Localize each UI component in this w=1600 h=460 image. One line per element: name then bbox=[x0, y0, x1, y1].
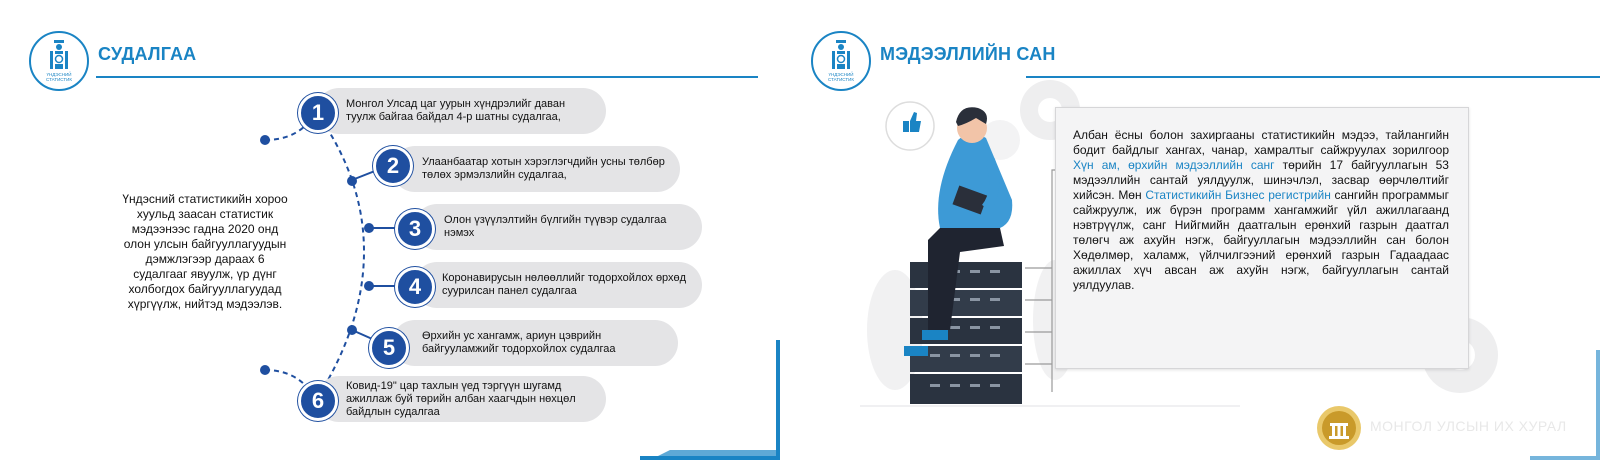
item-number: 1 bbox=[298, 93, 338, 133]
parliament-seal-icon bbox=[1317, 406, 1361, 450]
item-text: Өрхийн ус хангамж, ариун цэврийн байгуул… bbox=[422, 330, 616, 355]
logo-text-1: ҮНДЭСНИЙ bbox=[828, 70, 853, 77]
business-register-link[interactable]: Статистикийн Бизнес регистрийн bbox=[1145, 188, 1331, 202]
item-text: Олон үзүүлэлтийн бүлгийн түүвэр судалгаа… bbox=[444, 214, 667, 239]
info-box: Албан ёсны болон захиргааны статистикийн… bbox=[1055, 107, 1469, 369]
logo-text-2: СТАТИСТИК bbox=[828, 77, 854, 82]
list-item: Коронавирусын нөлөөллийг тодорхойлох өрх… bbox=[414, 262, 702, 308]
list-item: Олон үзүүлэлтийн бүлгийн түүвэр судалгаа… bbox=[414, 204, 702, 250]
summary-text: Үндэсний статистикийн хороо хуульд зааса… bbox=[122, 192, 288, 311]
item-text: Улаанбаатар хотын хэрэглэгчдийн усны төл… bbox=[422, 156, 665, 181]
thumbs-up-icon bbox=[885, 101, 935, 151]
logo-text-2: СТАТИСТИК bbox=[46, 77, 72, 82]
info-paragraph: Албан ёсны болон захиргааны статистикийн… bbox=[1073, 128, 1449, 293]
emblem-logo-icon: ҮНДЭСНИЙ СТАТИСТИК bbox=[811, 31, 871, 91]
item-pill bbox=[414, 204, 702, 250]
database-link[interactable]: Хүн ам, өрхийн мэдээллийн санг bbox=[1073, 158, 1275, 172]
list-item: Өрхийн ус хангамж, ариун цэврийн байгуул… bbox=[392, 320, 678, 366]
list-item: Ковид-19" цар тахлын үед тэргүүн шугамд … bbox=[316, 376, 606, 422]
timeline-dot bbox=[347, 325, 357, 335]
info-text-part: Албан ёсны болон захиргааны статистикийн… bbox=[1073, 128, 1449, 157]
title-divider bbox=[96, 76, 758, 78]
timeline-dot bbox=[364, 223, 374, 233]
item-pill bbox=[414, 262, 702, 308]
footer-watermark: МОНГОЛ УЛСЫН ИХ ХУРАЛ bbox=[1370, 418, 1567, 434]
list-item: Монгол Улсад цаг уурын хүндрэлийг даван … bbox=[316, 88, 606, 134]
item-pill bbox=[316, 88, 606, 134]
item-number: 3 bbox=[395, 209, 435, 249]
corner-accent bbox=[1530, 350, 1600, 460]
info-text-part: сангийн программыг сайжруулж, иж бүрэн п… bbox=[1073, 188, 1449, 292]
info-text-part: төрийн 17 байгууллагын 53 мэдээллийн сан… bbox=[1073, 158, 1449, 202]
item-number: 6 bbox=[298, 381, 338, 421]
left-slide: ҮНДЭСНИЙ СТАТИСТИК СУДАЛГАА Үндэсний ста… bbox=[29, 31, 780, 460]
item-text: Коронавирусын нөлөөллийг тодорхойлох өрх… bbox=[442, 272, 687, 297]
logo-text-1: ҮНДЭСНИЙ bbox=[46, 70, 71, 77]
title-divider bbox=[1026, 76, 1600, 78]
item-number: 5 bbox=[369, 328, 409, 368]
list-item: Улаанбаатар хотын хэрэглэгчдийн усны төл… bbox=[392, 146, 680, 192]
timeline-dot bbox=[347, 176, 357, 186]
timeline-dot bbox=[260, 135, 270, 145]
emblem-logo-icon: ҮНДЭСНИЙ СТАТИСТИК bbox=[29, 31, 89, 91]
item-pill bbox=[316, 376, 606, 422]
item-text: Ковид-19" цар тахлын үед тэргүүн шугамд … bbox=[346, 379, 576, 418]
item-text: Монгол Улсад цаг уурын хүндрэлийг даван … bbox=[346, 98, 566, 123]
corner-accent bbox=[640, 340, 780, 460]
page-title: СУДАЛГАА bbox=[98, 44, 197, 64]
page-title: МЭДЭЭЛЛИЙН САН bbox=[880, 44, 1056, 64]
item-number: 2 bbox=[373, 146, 413, 186]
timeline-dot bbox=[260, 365, 270, 375]
item-pill bbox=[392, 320, 678, 366]
item-pill bbox=[392, 146, 680, 192]
timeline-dot bbox=[364, 281, 374, 291]
person-with-tablet-icon bbox=[904, 107, 1013, 356]
item-number: 4 bbox=[395, 267, 435, 307]
